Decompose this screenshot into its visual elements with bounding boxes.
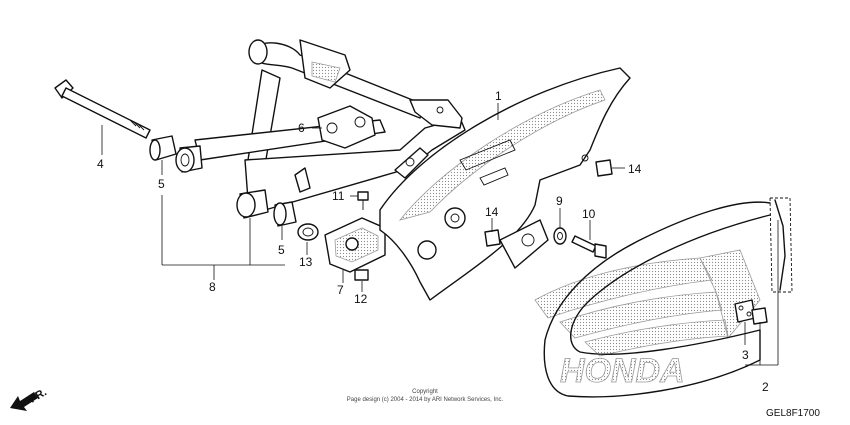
label-part-1: 1	[495, 89, 502, 103]
leader-lines	[101, 103, 779, 366]
bolt-14-lower	[484, 229, 501, 247]
chain-case	[379, 67, 631, 301]
bolt-11	[357, 191, 369, 210]
copyright-line-2: Page design (c) 2004 - 2014 by ARI Netwo…	[347, 397, 504, 403]
honda-watermark-text: HONDA	[560, 352, 685, 390]
label-part-4: 4	[97, 157, 104, 171]
label-part-11: 11	[332, 189, 345, 203]
washer-9	[553, 227, 567, 245]
front-direction-arrow: FR.	[10, 386, 49, 411]
bolt-10	[571, 235, 607, 259]
label-part-13: 13	[299, 255, 313, 269]
label-part-6: 6	[298, 121, 305, 135]
label-part-12: 12	[354, 292, 368, 306]
part-13-bushing	[297, 223, 319, 241]
label-part-14b: 14	[485, 205, 499, 219]
label-part-8: 8	[209, 280, 216, 294]
honda-wing-watermark: HONDA	[534, 249, 761, 390]
bolt-12	[354, 269, 369, 281]
label-part-7: 7	[337, 283, 344, 297]
label-part-3: 3	[742, 348, 749, 362]
front-label: FR.	[28, 386, 49, 405]
bolt-14-upper	[595, 159, 613, 177]
label-part-10: 10	[582, 207, 596, 221]
label-part-5b: 5	[278, 243, 285, 257]
label-part-14a: 14	[628, 162, 642, 176]
label-part-5a: 5	[158, 177, 165, 191]
pivot-bolt	[54, 79, 151, 139]
bushings	[149, 135, 297, 227]
copyright-line-1: Copyright	[412, 389, 438, 395]
label-part-9: 9	[556, 194, 563, 208]
drive-chain	[543, 197, 793, 398]
diagram-code: GEL8F1700	[766, 408, 820, 419]
label-part-2: 2	[762, 380, 769, 394]
master-link	[734, 299, 768, 325]
chain-slider	[324, 217, 386, 273]
part-labels: 1 2 3 4 5 5 6 7 8 9 10 11 12 13 14 14	[97, 89, 769, 394]
